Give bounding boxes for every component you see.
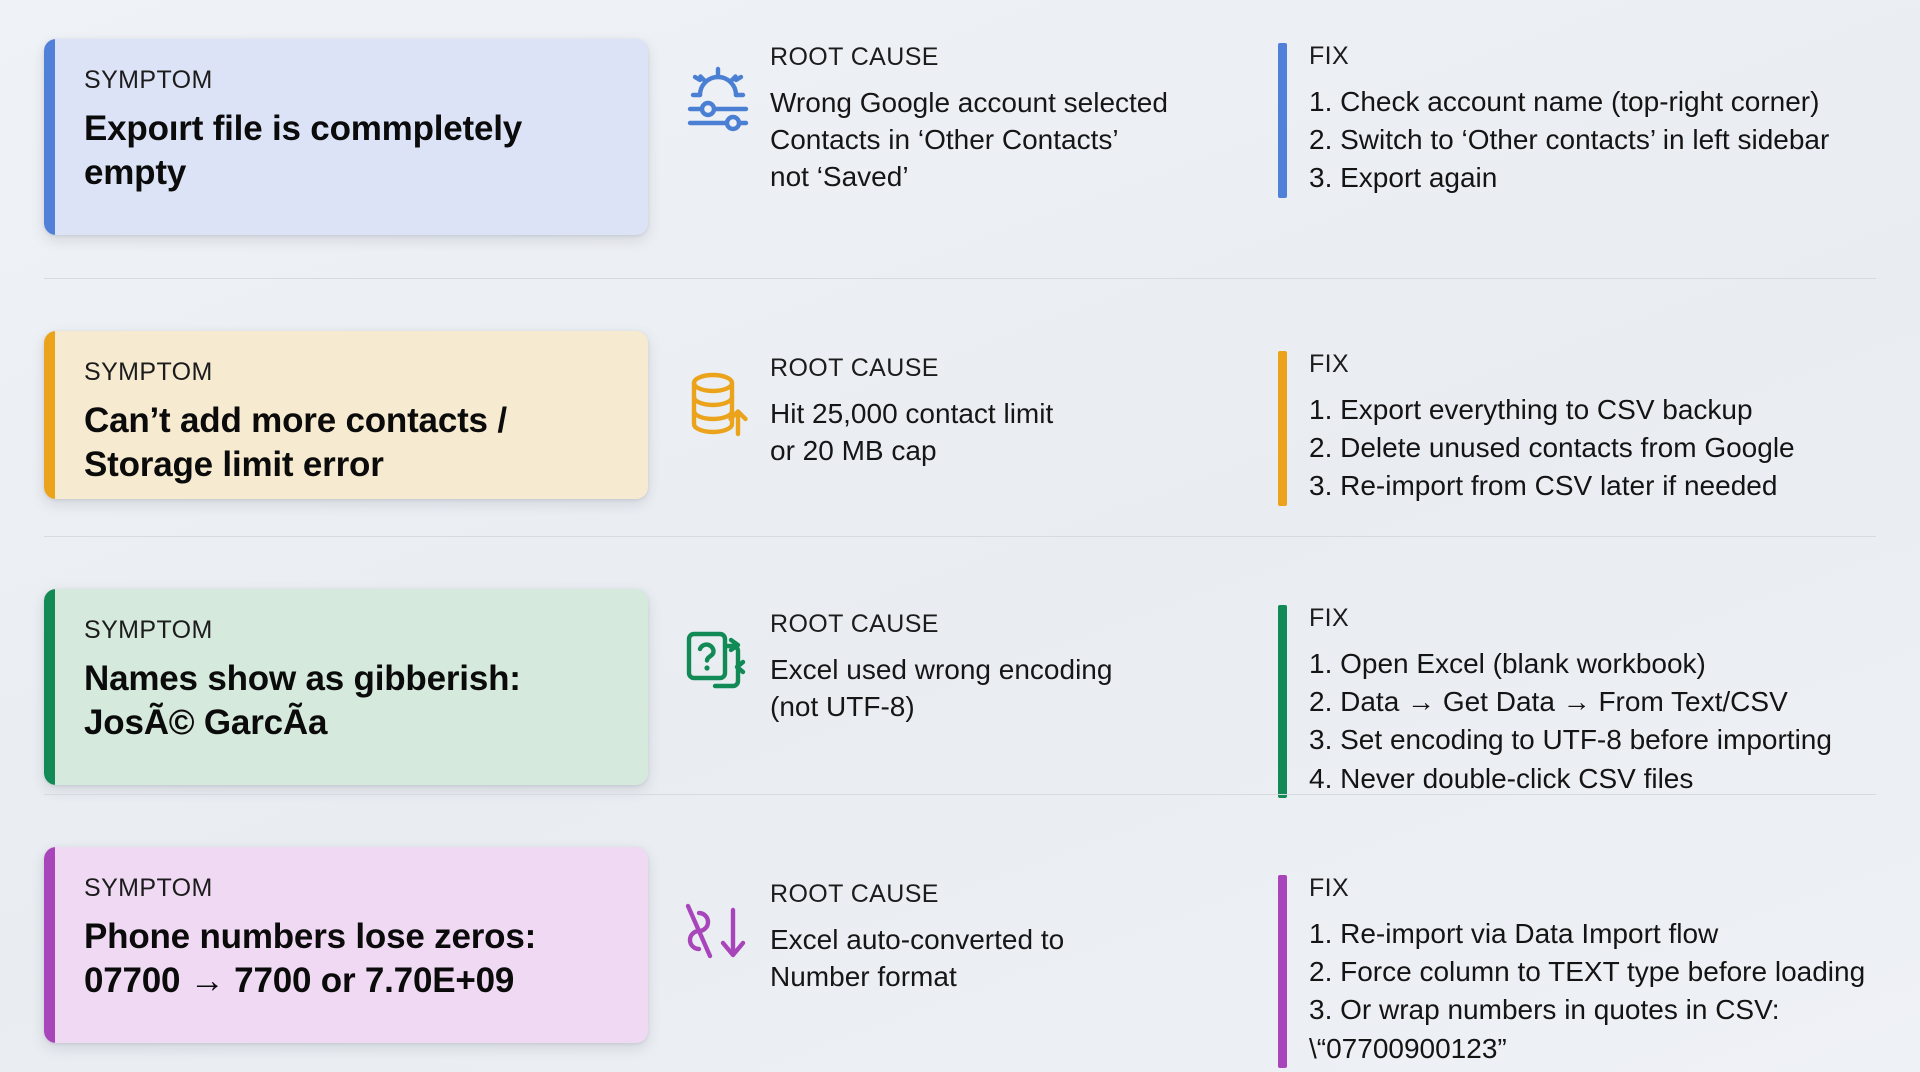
symptom-label: SYMPTOM	[84, 66, 213, 94]
root-cause-body: ROOT CAUSE Excel auto-converted to Numbe…	[770, 879, 1064, 995]
card-accent-bar	[44, 39, 55, 235]
issue-row: SYMPTOM Phone numbers lose zeros: 07700 …	[44, 794, 1876, 1072]
symptom-card: SYMPTOM Names show as gibberish: JosÃ© G…	[44, 589, 648, 785]
issue-row: SYMPTOM Can’t add more contacts / Storag…	[44, 278, 1876, 536]
fix-step: 1. Check account name (top-right corner)	[1309, 85, 1820, 117]
fix-step: 1. Export everything to CSV backup	[1309, 393, 1753, 425]
card-accent-bar	[44, 589, 55, 785]
fix-label: FIX	[1309, 604, 1350, 632]
fix-accent-bar	[1278, 605, 1287, 798]
symptom-text: Can’t add more contacts / Storage limit …	[84, 400, 507, 484]
card-accent-bar	[44, 847, 55, 1043]
fix-accent-bar	[1278, 875, 1287, 1068]
root-cause-text: Hit 25,000 contact limit or 20 MB cap	[770, 397, 1054, 466]
root-cause-label: ROOT CAUSE	[770, 354, 939, 382]
fix-accent-bar	[1278, 351, 1287, 506]
fix-step-list: 1. Export everything to CSV backup 2. De…	[1309, 391, 1795, 506]
fix-body: FIX 1. Re-import via Data Import flow 2.…	[1309, 874, 1865, 1068]
root-cause-column: ROOT CAUSE Wrong Google account selected…	[648, 39, 1268, 195]
root-cause-body: ROOT CAUSE Hit 25,000 contact limit or 2…	[770, 353, 1053, 469]
fix-step: 2. Switch to ‘Other contacts’ in left si…	[1309, 123, 1830, 155]
fix-label: FIX	[1309, 42, 1350, 70]
symptom-card: SYMPTOM Expoırt file is commpletely empt…	[44, 39, 648, 235]
root-cause-text: Excel used wrong encoding (not UTF-8)	[770, 653, 1113, 722]
fix-step: 1. Re-import via Data Import flow	[1309, 917, 1719, 949]
symptom-text: Phone numbers lose zeros: 07700 → 7700 o…	[84, 916, 537, 1000]
symptom-label: SYMPTOM	[84, 874, 213, 902]
root-cause-column: ROOT CAUSE Excel used wrong encoding (no…	[648, 589, 1268, 725]
root-cause-text: Wrong Google account selected Contacts i…	[770, 86, 1168, 192]
fix-step: 1. Open Excel (blank workbook)	[1309, 647, 1706, 679]
fix-step-list: 1. Re-import via Data Import flow 2. For…	[1309, 915, 1865, 1068]
symptom-label: SYMPTOM	[84, 616, 213, 644]
database-upload-icon	[666, 353, 770, 457]
issue-row: SYMPTOM Names show as gibberish: JosÃ© G…	[44, 536, 1876, 798]
fix-label: FIX	[1309, 874, 1350, 902]
settings-sliders-icon	[666, 42, 770, 146]
fix-step: 3. Export again	[1309, 162, 1498, 194]
number-drop-icon	[666, 879, 770, 983]
root-cause-label: ROOT CAUSE	[770, 610, 939, 638]
root-cause-label: ROOT CAUSE	[770, 43, 939, 71]
fix-body: FIX 1. Export everything to CSV backup 2…	[1309, 350, 1795, 506]
fix-step: 4. Never double-click CSV files	[1309, 762, 1694, 794]
fix-column: FIX 1. Re-import via Data Import flow 2.…	[1268, 847, 1876, 1068]
root-cause-text: Excel auto-converted to Number format	[770, 923, 1065, 992]
fix-body: FIX 1. Check account name (top-right cor…	[1309, 42, 1829, 198]
fix-step-list: 1. Check account name (top-right corner)…	[1309, 83, 1829, 198]
root-cause-column: ROOT CAUSE Hit 25,000 contact limit or 2…	[648, 331, 1268, 469]
fix-step: 2. Force column to TEXT type before load…	[1309, 955, 1866, 987]
root-cause-column: ROOT CAUSE Excel auto-converted to Numbe…	[648, 847, 1268, 995]
fix-step: 2. Data → Get Data → From Text/CSV	[1309, 685, 1788, 717]
issue-row: SYMPTOM Expoırt file is commpletely empt…	[44, 0, 1876, 278]
fix-column: FIX 1. Check account name (top-right cor…	[1268, 39, 1876, 198]
symptom-text: Names show as gibberish: JosÃ© GarcÃ­a	[84, 658, 521, 742]
fix-body: FIX 1. Open Excel (blank workbook) 2. Da…	[1309, 604, 1832, 798]
root-cause-label: ROOT CAUSE	[770, 880, 939, 908]
symptom-card: SYMPTOM Phone numbers lose zeros: 07700 …	[44, 847, 648, 1043]
root-cause-body: ROOT CAUSE Wrong Google account selected…	[770, 42, 1168, 195]
symptom-card: SYMPTOM Can’t add more contacts / Storag…	[44, 331, 648, 499]
card-accent-bar	[44, 331, 55, 499]
fix-column: FIX 1. Open Excel (blank workbook) 2. Da…	[1268, 589, 1876, 798]
fix-label: FIX	[1309, 350, 1350, 378]
fix-step: 2. Delete unused contacts from Google	[1309, 431, 1795, 463]
fix-column: FIX 1. Export everything to CSV backup 2…	[1268, 331, 1876, 506]
symptom-label: SYMPTOM	[84, 358, 213, 386]
fix-step: 3. Set encoding to UTF-8 before importin…	[1309, 724, 1832, 756]
fix-step: 3. Or wrap numbers in quotes in CSV: \“0…	[1309, 994, 1780, 1064]
fix-step-list: 1. Open Excel (blank workbook) 2. Data →…	[1309, 645, 1832, 798]
root-cause-body: ROOT CAUSE Excel used wrong encoding (no…	[770, 609, 1112, 725]
symptom-text: Expoırt file is commpletely empty	[84, 108, 523, 192]
unknown-encoding-icon	[666, 609, 770, 713]
fix-step: 3. Re-import from CSV later if needed	[1309, 470, 1778, 502]
fix-accent-bar	[1278, 43, 1287, 198]
